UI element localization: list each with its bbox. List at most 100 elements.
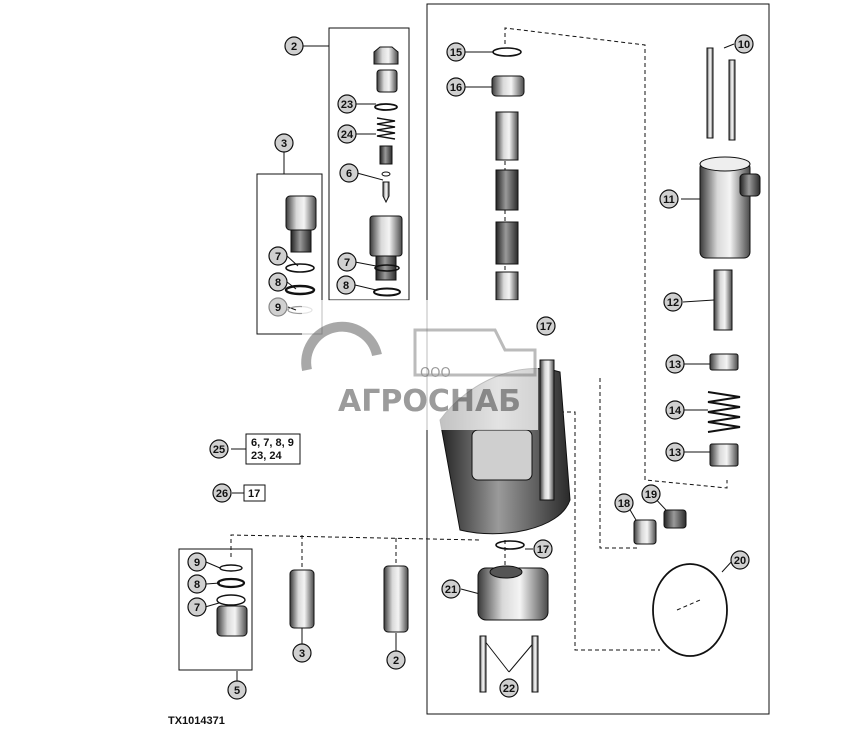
seal-16 <box>491 75 525 97</box>
cap-screw-22a <box>479 635 487 693</box>
callout-c22: 22 <box>499 678 519 698</box>
callout-circle <box>339 163 359 183</box>
callout-circle <box>665 442 685 462</box>
kit-25-box <box>245 433 301 465</box>
spring-19 <box>663 509 687 529</box>
callout-number: 2 <box>291 41 297 53</box>
callout-number: 19 <box>645 489 657 501</box>
cartridge-3-tip <box>290 229 312 253</box>
callout-c5: 5 <box>227 680 247 700</box>
callout-c9b: 9 <box>187 552 207 572</box>
o-ring-9-g5 <box>219 564 243 572</box>
callout-c25: 25 <box>209 439 229 459</box>
valve-2-exploded <box>369 46 403 297</box>
callout-number: 5 <box>234 685 240 697</box>
callout-number: 9 <box>275 302 281 314</box>
callout-circle <box>641 484 661 504</box>
plug-body <box>376 69 398 93</box>
kit-25-line1: 6, 7, 8, 9 <box>251 437 294 449</box>
callout-c3a: 3 <box>274 133 294 153</box>
o-ring-8-top <box>373 287 401 297</box>
callout-c17a: 17 <box>536 316 556 336</box>
callout-number: 3 <box>281 138 287 150</box>
callout-number: 13 <box>669 447 681 459</box>
kit-boxes: 6, 7, 8, 9 23, 24 17 <box>243 433 301 502</box>
cap-screw-10a <box>706 47 714 139</box>
callout-c15: 15 <box>446 42 466 62</box>
callout-c14: 14 <box>665 400 685 420</box>
callout-c2b: 2 <box>386 650 406 670</box>
retainer-13-bottom <box>709 443 739 467</box>
housing-11-port <box>739 173 761 197</box>
callout-circle <box>187 552 207 572</box>
plunger-12 <box>713 269 733 331</box>
callout-circle <box>734 34 754 54</box>
o-ring-7-g3 <box>285 263 315 273</box>
callout-number: 7 <box>275 251 281 263</box>
cap-screw-22b <box>531 635 539 693</box>
spool-assembly <box>491 47 525 301</box>
callout-c19: 19 <box>641 484 661 504</box>
callout-number: 8 <box>194 579 200 591</box>
watermark-logo: ООО АГРОСНАБ <box>301 300 538 430</box>
watermark-prefix: ООО <box>420 366 451 381</box>
callout-c18: 18 <box>614 493 634 513</box>
callout-number: 16 <box>450 82 462 94</box>
callout-c8c: 8 <box>187 574 207 594</box>
callout-c26: 26 <box>212 483 232 503</box>
callout-c21: 21 <box>441 579 461 599</box>
frame-3 <box>256 173 323 335</box>
callout-c9a: 9 <box>268 297 288 317</box>
callout-circle <box>663 292 683 312</box>
callout-c2a: 2 <box>284 36 304 56</box>
spring-24 <box>376 117 396 140</box>
callout-c20: 20 <box>730 550 750 570</box>
callout-number: 10 <box>738 39 750 51</box>
cartridge-tip <box>375 255 397 281</box>
cartridge-2-assembled <box>383 565 409 633</box>
callout-number: 22 <box>503 683 515 695</box>
callout-circle <box>665 400 685 420</box>
callout-number: 14 <box>669 405 682 417</box>
callout-number: 9 <box>194 557 200 569</box>
spool-segment-2 <box>495 169 519 211</box>
callout-c7b: 7 <box>268 246 288 266</box>
callout-number: 11 <box>663 194 675 206</box>
callout-c8b: 8 <box>268 272 288 292</box>
callout-c13b: 13 <box>665 442 685 462</box>
callout-circle <box>209 439 229 459</box>
frame-5 <box>178 548 253 671</box>
callout-number: 24 <box>341 129 354 141</box>
bottom-cartridges <box>216 564 409 637</box>
o-ring-17-lower <box>495 540 525 550</box>
o-ring-6 <box>381 171 391 177</box>
valve-3-exploded <box>284 195 317 315</box>
spool-segment-1 <box>495 111 519 161</box>
kit-26-box <box>243 484 266 502</box>
callout-circle <box>665 354 685 374</box>
callout-circle <box>659 189 679 209</box>
callout-number: 20 <box>734 555 746 567</box>
callout-circle <box>284 36 304 56</box>
callout-circle <box>499 678 519 698</box>
callout-c17b: 17 <box>533 539 553 559</box>
callout-circle <box>268 246 288 266</box>
callouts: 2233567778889910111213131415161717181920… <box>187 34 754 700</box>
callout-number: 8 <box>343 280 349 292</box>
callout-circle <box>292 643 312 663</box>
fitting-5 <box>216 605 248 637</box>
callout-circle <box>446 42 466 62</box>
callout-circle <box>187 597 207 617</box>
callout-number: 21 <box>445 584 457 596</box>
callout-circle <box>441 579 461 599</box>
callout-number: 17 <box>537 544 549 556</box>
spring-14 <box>707 391 741 433</box>
callout-circle <box>274 133 294 153</box>
kit-25-line2: 23, 24 <box>251 450 282 462</box>
callout-circle <box>446 77 466 97</box>
needle <box>382 181 390 204</box>
callout-circle <box>227 680 247 700</box>
callout-circle <box>337 94 357 114</box>
callout-number: 13 <box>669 359 681 371</box>
